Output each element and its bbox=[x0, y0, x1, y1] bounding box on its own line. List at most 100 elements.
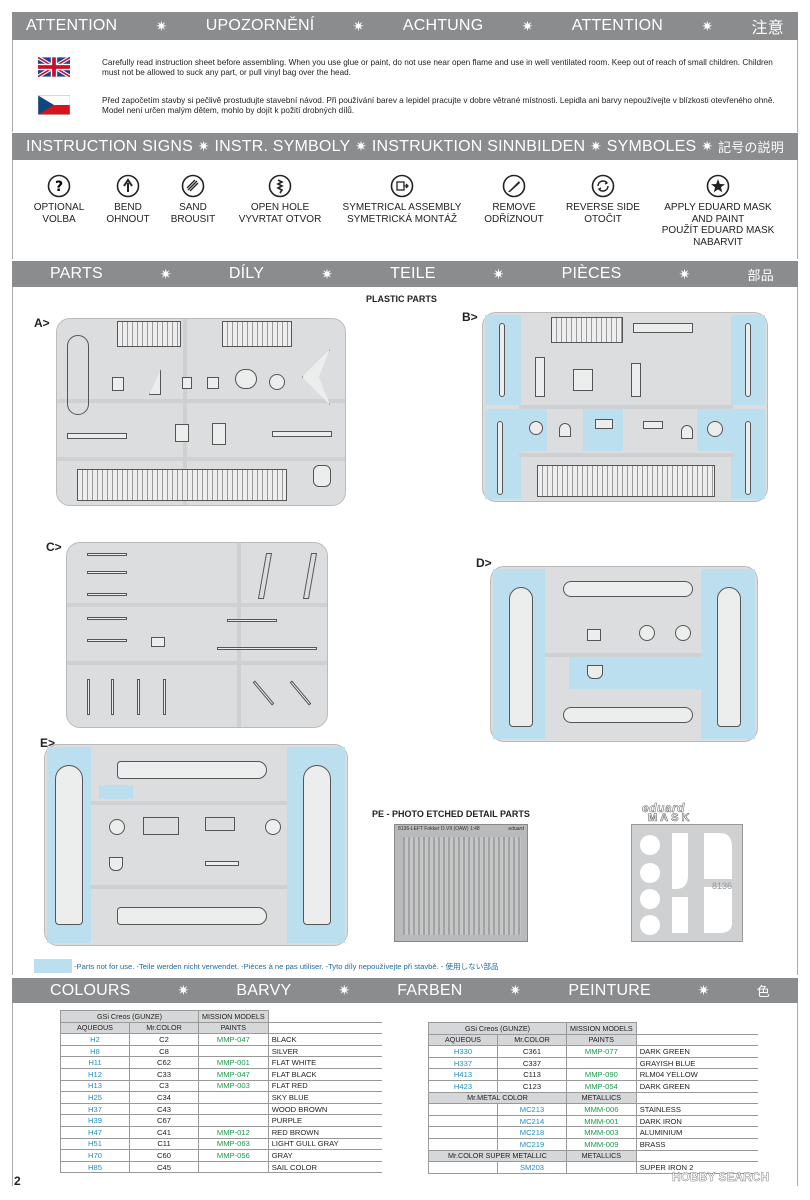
sprue-label-b: B> bbox=[462, 310, 478, 324]
col-mrcolor: Mr.COLOR bbox=[497, 1033, 567, 1047]
mrcolor-code: C60 bbox=[129, 1149, 199, 1162]
band-title: ATTENTION bbox=[571, 17, 664, 34]
rod-part bbox=[87, 593, 127, 596]
colour-name: RLM04 YELLOW bbox=[636, 1068, 758, 1081]
aqueous-code: H47 bbox=[60, 1125, 130, 1139]
strut-part bbox=[631, 363, 641, 397]
band-title: INSTRUCTION SIGNS bbox=[26, 137, 193, 155]
mission-code: MMP-063 bbox=[198, 1137, 269, 1151]
colour-name: DARK GREEN bbox=[636, 1080, 758, 1093]
star-icon: ✷ bbox=[678, 265, 691, 282]
aqueous-code: H423 bbox=[428, 1079, 498, 1093]
attention-band: ATTENTION✷ UPOZORNĚNÍ✷ ACHTUNG✷ ATTENTIO… bbox=[12, 12, 798, 40]
axle-part bbox=[595, 419, 613, 429]
propeller-part bbox=[745, 421, 751, 495]
small-part bbox=[313, 465, 331, 487]
colour-name: SKY BLUE bbox=[268, 1091, 382, 1104]
mission-code: MMP-056 bbox=[198, 1149, 269, 1162]
pe-fret: 8136-LEFT Fokker D.VII (OAW) 1:48 eduard bbox=[394, 824, 528, 942]
mission-code bbox=[198, 1160, 269, 1174]
mask-brand: eduard bbox=[642, 801, 686, 816]
unused-area bbox=[485, 409, 521, 499]
pe-fret-text: 8136-LEFT Fokker D.VII (OAW) 1:48 bbox=[398, 826, 480, 832]
sprue-label-c: C> bbox=[46, 540, 62, 554]
mission-code: MMP-047 bbox=[198, 1067, 269, 1081]
table-mission-header: MISSION MODELS bbox=[566, 1022, 637, 1035]
strut-part bbox=[272, 431, 332, 437]
colour-name: FLAT WHITE bbox=[268, 1056, 382, 1069]
col-aqueous: AQUEOUS bbox=[60, 1021, 130, 1035]
watermark: HOBBY SEARCH bbox=[672, 1170, 770, 1185]
fuselage-top-part bbox=[563, 581, 693, 597]
mrcolor-code: C62 bbox=[129, 1056, 199, 1069]
metal-code: SM203 bbox=[497, 1161, 567, 1174]
colour-name: LIGHT GULL GRAY bbox=[268, 1138, 382, 1151]
star-icon: ✷ bbox=[697, 982, 710, 998]
aqueous-code: H11 bbox=[60, 1056, 130, 1069]
wing-part bbox=[117, 321, 181, 347]
table-group-header: GSi Creos (GUNZE) bbox=[60, 1010, 199, 1023]
warning-english: Carefully read instruction sheet before … bbox=[102, 58, 773, 78]
star-icon: ✷ bbox=[492, 265, 505, 282]
fuselage-half-part bbox=[717, 587, 741, 727]
small-part bbox=[112, 377, 124, 391]
mission-code bbox=[198, 1091, 269, 1104]
star-icon: ✷ bbox=[590, 138, 602, 154]
mask-number: 8136 bbox=[712, 881, 733, 891]
strut-part bbox=[535, 357, 545, 397]
band-title: 色 bbox=[756, 984, 770, 999]
star-icon: ✷ bbox=[701, 17, 714, 34]
not-for-use-text: -Parts not for use. -Teile werden nicht … bbox=[74, 962, 499, 971]
mission-code: MMP-047 bbox=[198, 1033, 269, 1046]
colour-name: DARK GREEN bbox=[636, 1045, 758, 1058]
mask-shapes bbox=[640, 833, 732, 935]
sand-icon bbox=[181, 174, 205, 198]
star-icon: ✷ bbox=[159, 265, 172, 282]
colour-name: WOOD BROWN bbox=[268, 1103, 382, 1116]
colour-name: GRAY bbox=[268, 1149, 382, 1162]
band-title: INSTRUKTION SINNBILDEN bbox=[371, 137, 586, 155]
mission-code bbox=[566, 1056, 637, 1070]
fuselage-half-part bbox=[303, 765, 331, 925]
wheel-part bbox=[675, 625, 691, 641]
warning-czech: Před započetím stavby si pečlivě prostud… bbox=[102, 96, 775, 116]
metal-code: MC213 bbox=[497, 1103, 567, 1116]
colour-name: SAIL COLOR bbox=[268, 1161, 382, 1174]
colour-table-right: GSi Creos (GUNZE) MISSION MODELS AQUEOUS… bbox=[428, 1022, 758, 1174]
band-title: PEINTURE bbox=[568, 981, 651, 999]
band-title: SYMBOLES bbox=[606, 137, 697, 155]
propeller-part bbox=[499, 323, 505, 397]
aqueous-code: H8 bbox=[60, 1044, 130, 1058]
parts-frame bbox=[12, 287, 798, 975]
seat-part bbox=[212, 423, 226, 445]
mission-code: MMM-009 bbox=[566, 1137, 637, 1151]
mask-word: MASK bbox=[648, 812, 693, 825]
mission-code: MMM-006 bbox=[566, 1103, 637, 1116]
rod-part bbox=[252, 680, 275, 706]
lower-wing-part bbox=[77, 469, 287, 501]
star-icon: ✷ bbox=[177, 982, 190, 998]
band-title: UPOZORNĚNÍ bbox=[205, 17, 315, 34]
mrcolor-code: C45 bbox=[129, 1160, 199, 1174]
metal-code: MC218 bbox=[497, 1126, 567, 1139]
mission-code: MMP-012 bbox=[198, 1125, 269, 1139]
colour-name: ALUMINIUM bbox=[636, 1126, 758, 1139]
wheel-part bbox=[707, 421, 723, 437]
super-mission: METALLICS bbox=[566, 1149, 637, 1163]
colour-name: DARK IRON bbox=[636, 1115, 758, 1128]
